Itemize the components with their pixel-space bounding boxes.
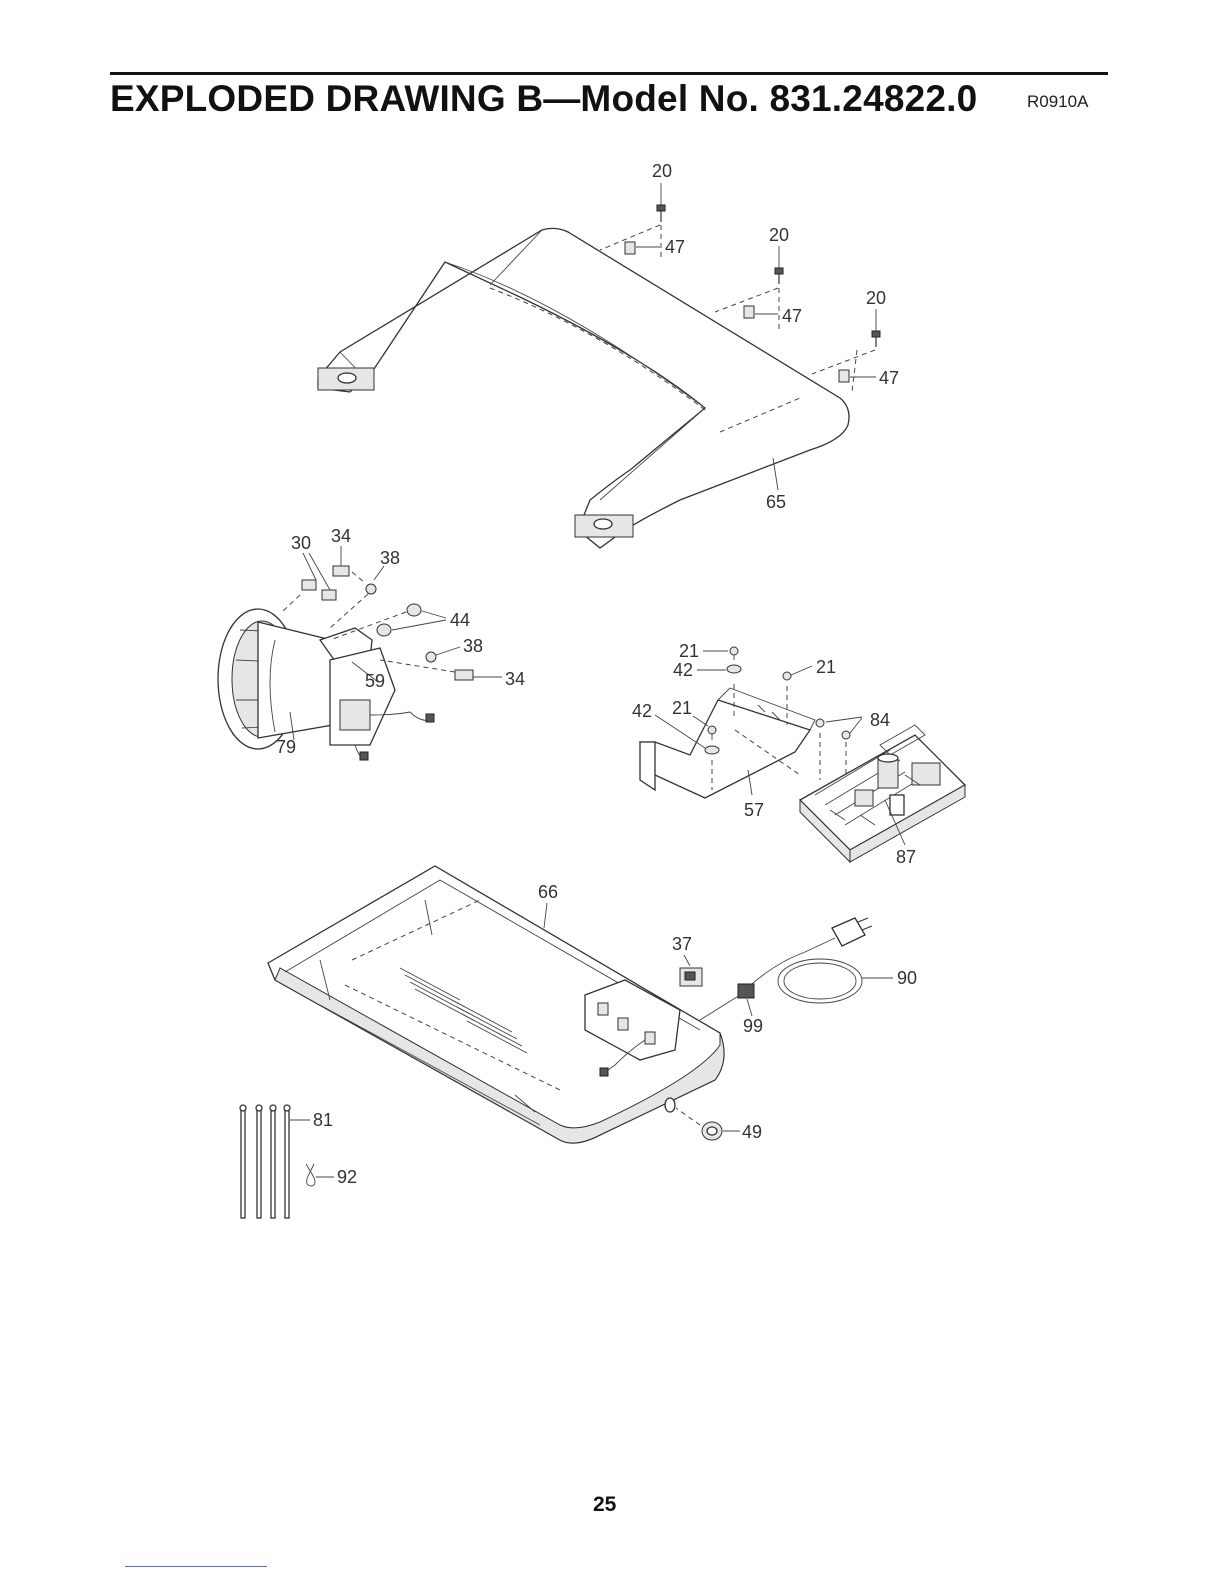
callout-20: 20	[652, 161, 672, 181]
footer-link-underline	[125, 1566, 267, 1567]
callout-42: 42	[673, 660, 693, 680]
callout-57: 57	[744, 800, 764, 820]
callout-44: 44	[450, 610, 470, 630]
callout-65: 65	[766, 492, 786, 512]
callout-38: 38	[463, 636, 483, 656]
callout-34: 34	[505, 669, 525, 689]
base-tray	[268, 866, 724, 1143]
page-number: 25	[593, 1493, 616, 1517]
controller-board	[800, 725, 965, 862]
callout-21: 21	[672, 698, 692, 718]
callout-66: 66	[538, 882, 558, 902]
callout-20: 20	[866, 288, 886, 308]
callout-38: 38	[380, 548, 400, 568]
callout-84: 84	[870, 710, 890, 730]
bushing	[676, 1108, 740, 1140]
callout-79: 79	[276, 737, 296, 757]
callout-49: 49	[742, 1122, 762, 1142]
callout-90: 90	[897, 968, 917, 988]
callout-99: 99	[743, 1016, 763, 1036]
callout-59: 59	[365, 671, 385, 691]
callout-81: 81	[313, 1110, 333, 1130]
callout-47: 47	[782, 306, 802, 326]
callout-20: 20	[769, 225, 789, 245]
callout-47: 47	[665, 237, 685, 257]
callout-34: 34	[331, 526, 351, 546]
motor-assembly	[218, 546, 502, 760]
callout-30: 30	[291, 533, 311, 553]
callout-37: 37	[672, 934, 692, 954]
switch	[680, 955, 702, 986]
callout-21: 21	[679, 641, 699, 661]
callout-21: 21	[816, 657, 836, 677]
callout-42: 42	[632, 701, 652, 721]
callout-47: 47	[879, 368, 899, 388]
callout-87: 87	[896, 847, 916, 867]
callout-92: 92	[337, 1167, 357, 1187]
power-cord	[700, 918, 893, 1020]
